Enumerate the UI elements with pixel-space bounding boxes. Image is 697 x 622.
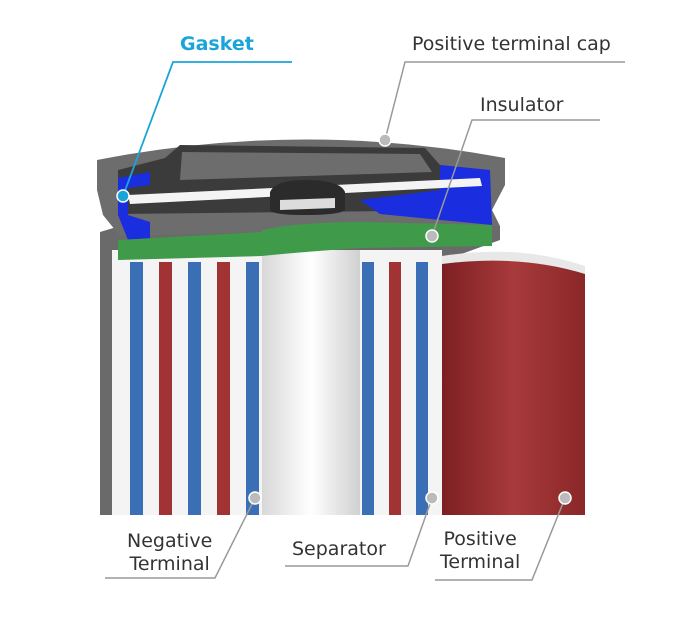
positive-electrode-layer bbox=[159, 262, 172, 515]
label-positive-terminal-cap: Positive terminal cap bbox=[412, 33, 611, 55]
cap-pointer-dot bbox=[378, 133, 392, 147]
negative-electrode-layer bbox=[362, 262, 374, 515]
insulator-pointer-dot bbox=[425, 229, 439, 243]
negative-electrode-layer bbox=[416, 262, 428, 515]
negative-electrode-layer bbox=[246, 262, 259, 515]
electrode-layers bbox=[130, 262, 428, 515]
positive-pointer-dot bbox=[558, 491, 572, 505]
negative-electrode-layer bbox=[188, 262, 201, 515]
label-positive-terminal: Positive Terminal bbox=[440, 528, 521, 573]
label-insulator: Insulator bbox=[480, 94, 564, 116]
label-negative-terminal: Negative Terminal bbox=[127, 530, 213, 575]
label-gasket: Gasket bbox=[180, 33, 254, 55]
gasket-pointer-dot bbox=[116, 189, 130, 203]
positive-electrode-layer bbox=[389, 262, 401, 515]
negative-electrode-layer bbox=[130, 262, 143, 515]
positive-terminal-sheet bbox=[442, 257, 585, 515]
negative-pointer-dot bbox=[248, 491, 262, 505]
positive-electrode-layer bbox=[217, 262, 230, 515]
center-core bbox=[262, 250, 360, 515]
separator-pointer-dot bbox=[425, 491, 439, 505]
label-separator: Separator bbox=[292, 538, 386, 560]
insulator bbox=[118, 222, 492, 260]
